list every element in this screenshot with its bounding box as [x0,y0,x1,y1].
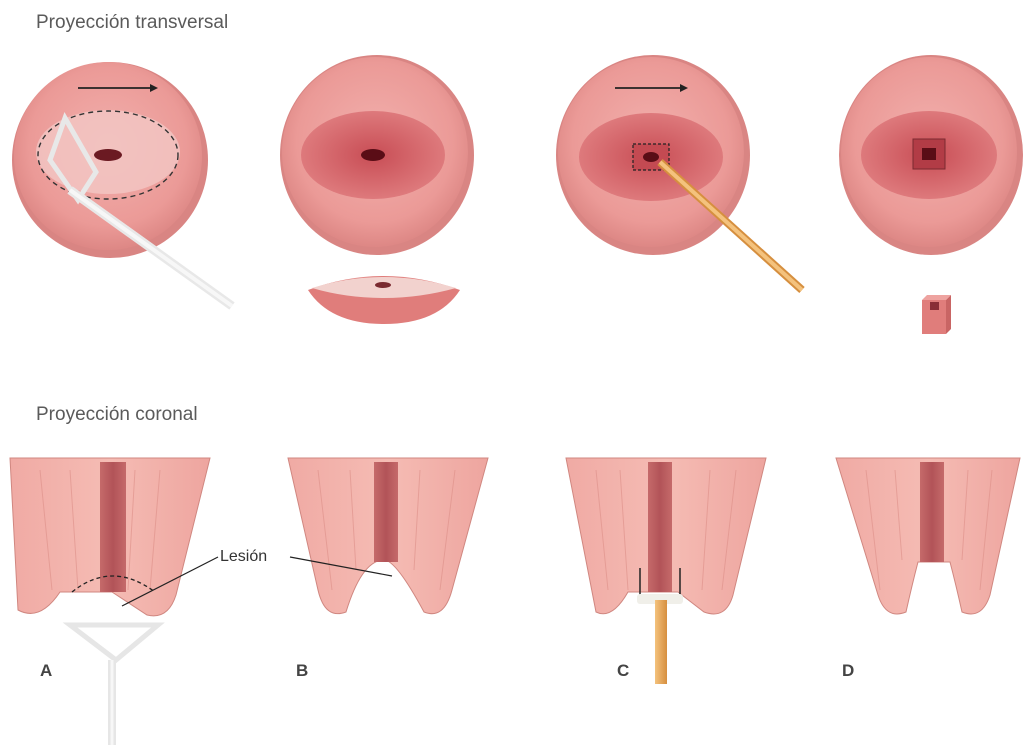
probe-electrode [637,594,683,684]
endocervical-canal [920,462,944,562]
excised-cube-specimen [922,295,951,334]
panel-a-transversal [12,62,232,306]
excised-specimen [308,276,460,324]
endocervical-canal [648,462,672,592]
panel-a-coronal [10,458,210,745]
panel-d-transversal [839,55,1023,334]
panel-label-b: B [296,661,308,681]
lesion-label: Lesión [220,548,267,565]
panel-b-transversal [280,55,474,324]
endocervical-canal [374,462,398,562]
external-os [94,149,122,161]
external-os [922,148,936,160]
panel-label-a: A [40,661,52,681]
panel-label-d: D [842,661,854,681]
panel-b-coronal [288,458,488,614]
panel-c-transversal [556,55,802,290]
external-os [361,149,385,161]
external-os [643,152,659,162]
panel-label-c: C [617,661,629,681]
loop-electrode [70,625,158,745]
panel-c-coronal [566,458,766,684]
endocervical-canal [100,462,126,592]
panel-d-coronal [836,458,1020,614]
